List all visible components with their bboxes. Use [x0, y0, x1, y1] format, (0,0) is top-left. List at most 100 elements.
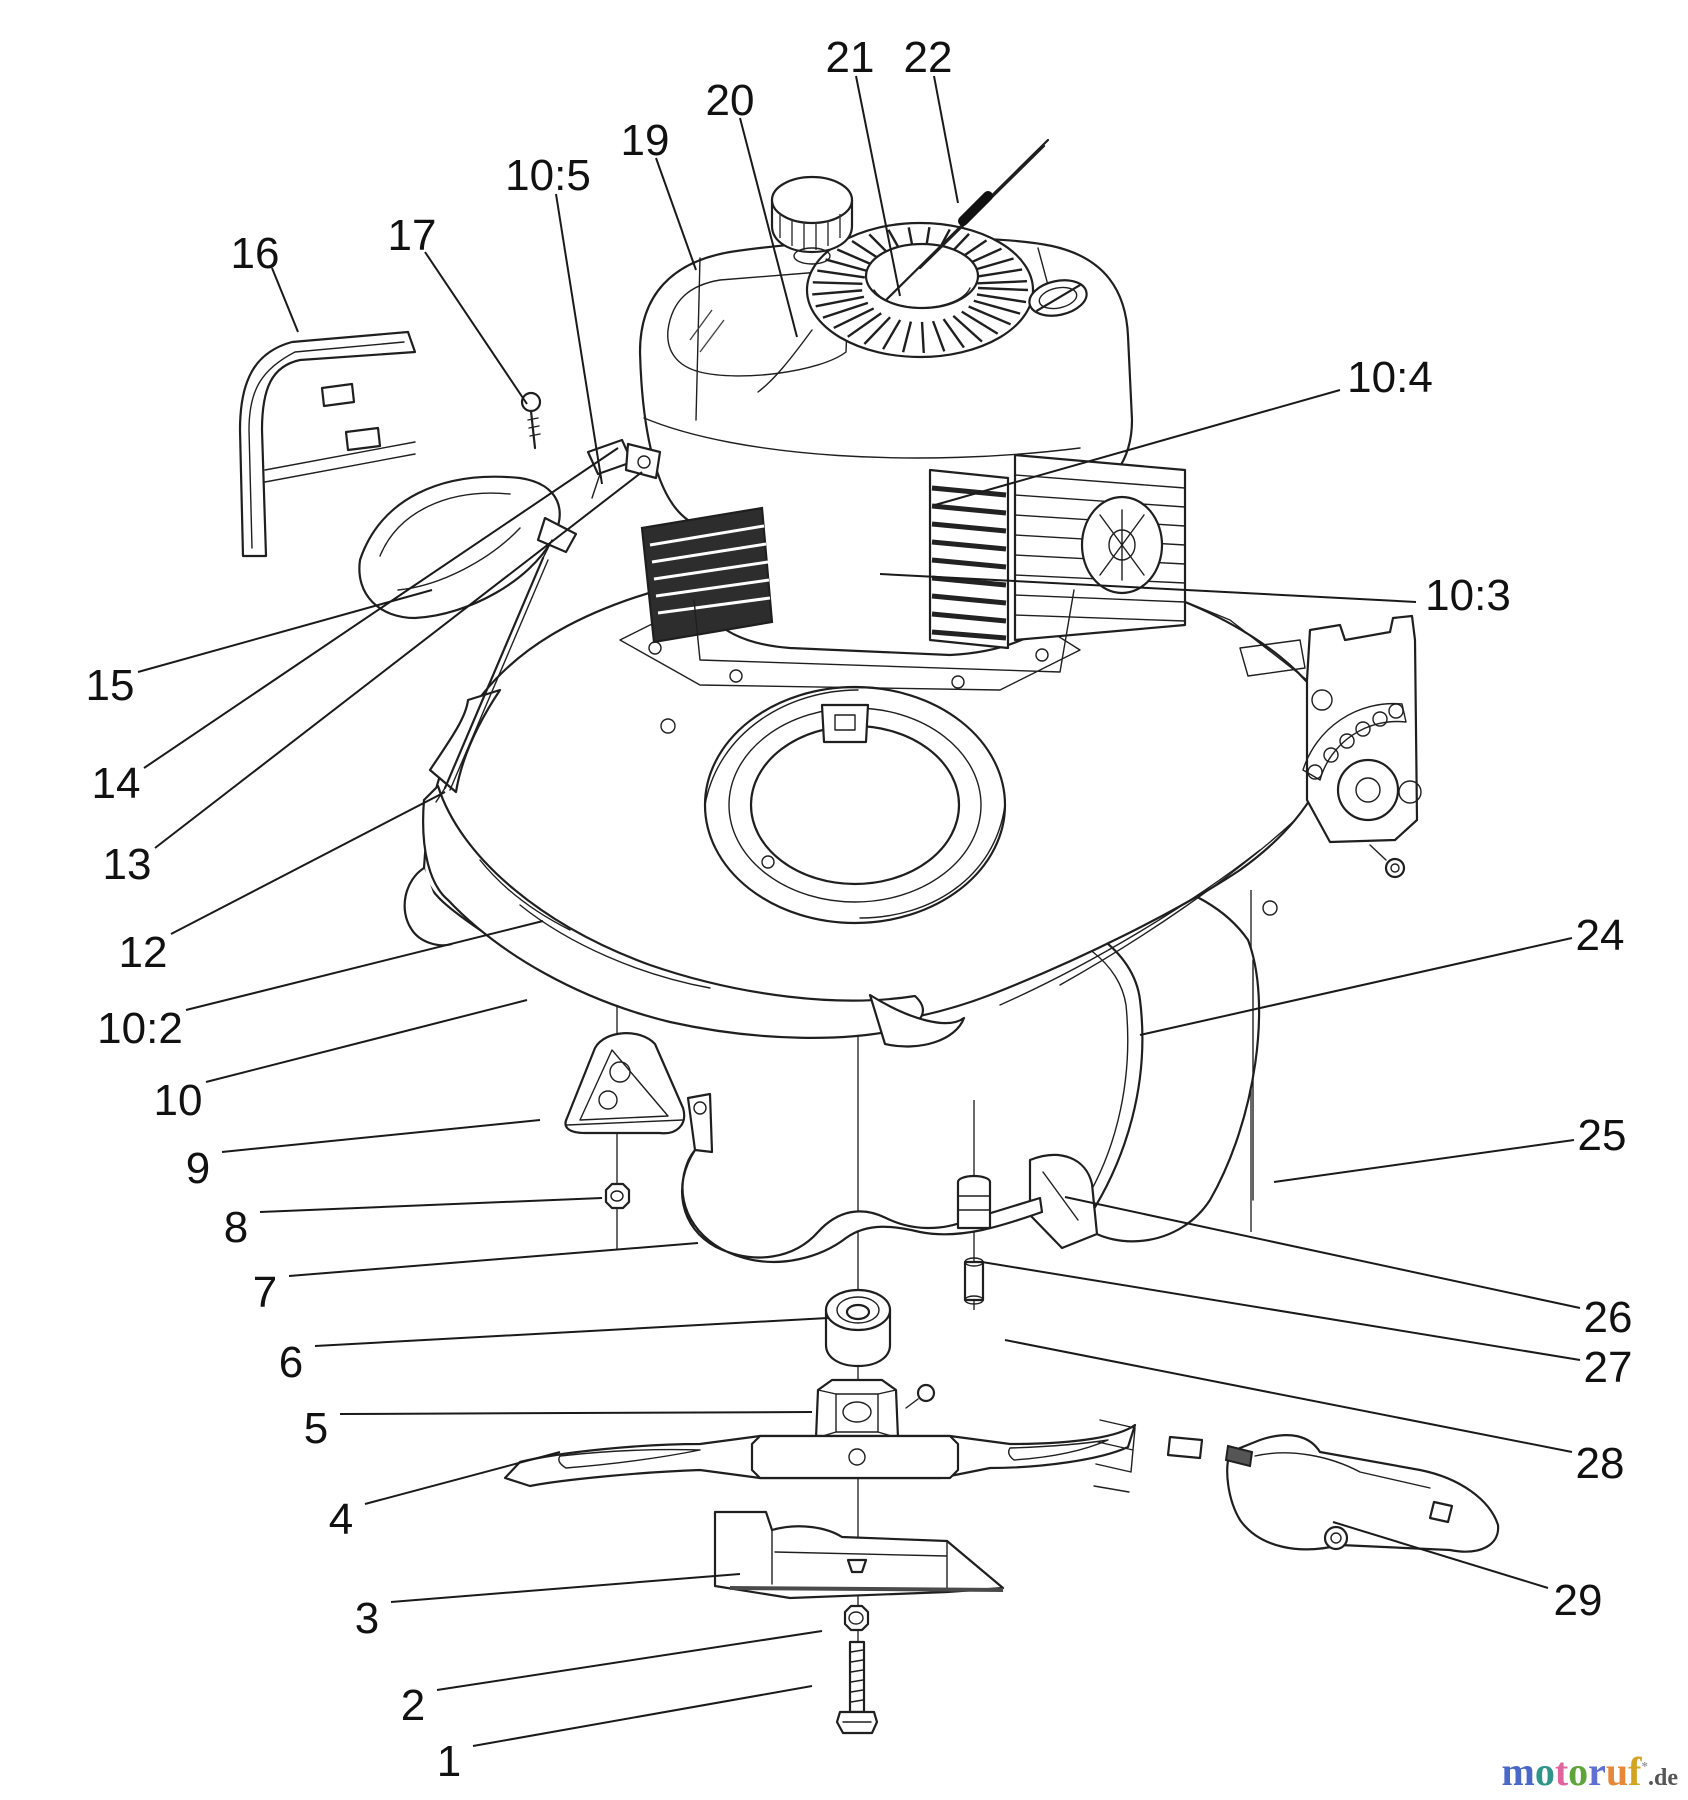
callout-label-10-5: 10:5 — [505, 151, 591, 200]
fan-fin — [863, 316, 891, 345]
bearing-illustration — [824, 1288, 892, 1368]
blade-nut-illustration — [843, 1604, 870, 1632]
flange-nut-8 — [604, 1182, 631, 1210]
guard-bracket-illustration — [1028, 1153, 1099, 1250]
muffler-grille — [640, 506, 774, 644]
leader-line-24 — [1139, 937, 1573, 1036]
callout-label-12: 12 — [119, 928, 168, 977]
callout-label-7: 7 — [253, 1268, 277, 1317]
leader-line-4 — [364, 1451, 561, 1505]
leader-line-20 — [739, 117, 798, 338]
watermark-suffix: .de — [1648, 1765, 1678, 1791]
leader-line-5 — [339, 1411, 813, 1415]
watermark-wordmark: motoruf — [1502, 1749, 1642, 1794]
brake-bracket-illustration — [681, 1092, 1044, 1264]
leader-line-13 — [154, 471, 643, 849]
leader-line-10 — [205, 999, 528, 1083]
callout-label-20: 20 — [706, 76, 755, 125]
callout-label-1: 1 — [437, 1737, 461, 1786]
callout-label-25: 25 — [1578, 1111, 1627, 1160]
fan-fin — [815, 295, 865, 308]
leader-line-16 — [271, 267, 299, 333]
callout-label-3: 3 — [355, 1594, 379, 1643]
callout-label-26: 26 — [1584, 1293, 1633, 1342]
callout-label-4: 4 — [329, 1495, 353, 1544]
leader-line-19 — [655, 157, 697, 271]
callout-label-16: 16 — [231, 229, 280, 278]
leader-line-1 — [472, 1685, 813, 1747]
shoulder-bolt-illustration — [956, 1174, 992, 1305]
callout-label-22: 22 — [904, 33, 953, 82]
watermark-logo[interactable]: motoruf*.de — [1502, 1752, 1679, 1792]
fan-fin — [977, 280, 1027, 285]
leader-line-10-5 — [555, 193, 603, 485]
fan-fin — [977, 286, 1029, 292]
blade-bolt-illustration — [835, 1640, 879, 1735]
watermark-letter: f — [1628, 1749, 1642, 1794]
callout-label-17: 17 — [388, 211, 437, 260]
height-adjuster-plate-illustration — [1302, 614, 1422, 879]
callout-label-10: 10 — [154, 1076, 203, 1125]
callout-label-19: 19 — [621, 116, 670, 165]
cylinder-fins — [1013, 453, 1187, 642]
leader-line-14 — [143, 447, 619, 769]
fuel-cap — [770, 175, 854, 265]
fan-fin — [817, 269, 866, 279]
leader-line-15 — [137, 589, 433, 673]
watermark-letter: o — [1534, 1749, 1555, 1794]
callout-label-29: 29 — [1554, 1576, 1603, 1625]
leader-line-10-3 — [879, 573, 1417, 603]
callout-label-10-2: 10:2 — [97, 1004, 183, 1053]
leader-line-2 — [436, 1630, 823, 1691]
blade-illustration — [503, 1423, 1204, 1488]
leader-line-8 — [259, 1197, 603, 1213]
callout-label-8: 8 — [224, 1203, 248, 1252]
handle-guard-illustration — [238, 330, 417, 558]
watermark-letter: t — [1554, 1749, 1569, 1794]
callout-label-24: 24 — [1576, 911, 1625, 960]
starter-pin — [884, 138, 1050, 302]
fan-fin — [952, 314, 983, 343]
leader-line-3 — [390, 1573, 741, 1603]
fan-fin — [812, 289, 863, 296]
recoil-fan-screen — [757, 221, 1035, 393]
callout-label-21: 21 — [826, 33, 875, 82]
leader-line-10-2 — [185, 920, 544, 1011]
fan-fin — [942, 318, 965, 349]
leader-line-26 — [1064, 1196, 1581, 1309]
watermark-letter: o — [1568, 1749, 1589, 1794]
leader-line-29 — [1332, 1521, 1549, 1589]
leader-line-28 — [1004, 1339, 1573, 1453]
callout-label-28: 28 — [1576, 1439, 1625, 1488]
watermark-letter: u — [1605, 1749, 1629, 1794]
fan-fin — [833, 307, 875, 329]
leader-line-9 — [221, 1119, 541, 1153]
watermark-letter: m — [1501, 1749, 1535, 1794]
fan-fin — [931, 320, 946, 352]
callout-label-27: 27 — [1584, 1343, 1633, 1392]
callout-label-9: 9 — [186, 1144, 210, 1193]
mounting-screw-17 — [520, 391, 542, 450]
fan-fin — [976, 293, 1027, 304]
zone-bracket-illustration — [1093, 1419, 1500, 1553]
fan-fin — [968, 305, 1012, 326]
fan-fin — [973, 299, 1021, 315]
fan-fin — [974, 268, 1023, 279]
leader-line-25 — [1273, 1139, 1575, 1183]
set-screw-28 — [905, 1383, 936, 1409]
fan-fin — [920, 321, 925, 354]
leader-line-6 — [314, 1317, 829, 1347]
callout-label-10-3: 10:3 — [1425, 571, 1511, 620]
callout-label-5: 5 — [304, 1404, 328, 1453]
fan-fin — [882, 319, 902, 350]
fan-fin — [847, 312, 882, 338]
front-bracket-illustration — [564, 1032, 686, 1135]
leader-line-7 — [288, 1242, 699, 1277]
fan-fin — [822, 301, 869, 319]
cover-shroud-illustration — [358, 475, 578, 620]
leader-line-21 — [855, 75, 901, 297]
fan-fin — [901, 321, 913, 353]
